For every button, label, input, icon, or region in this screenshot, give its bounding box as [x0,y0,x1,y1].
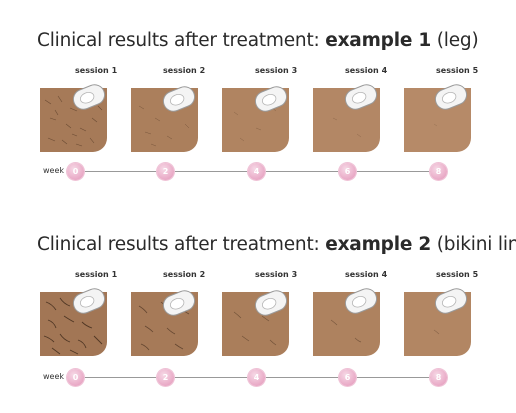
week-marker: 0 [67,369,84,386]
example-1-title: Clinical results after treatment: exampl… [37,30,479,51]
week-marker: 4 [248,369,265,386]
week-label: week [43,372,65,381]
ipl-device-icon [342,286,380,316]
week-timeline-2: week 0 2 4 6 8 [0,368,516,388]
ipl-device-icon [160,288,198,318]
ipl-device-icon [70,82,108,112]
week-marker: 8 [430,369,447,386]
ipl-device-icon [342,82,380,112]
week-label: week [43,166,65,175]
example-1-section: Clinical results after treatment: exampl… [0,0,516,190]
week-timeline-1: week 0 2 4 6 8 [0,162,516,182]
week-marker: 4 [248,163,265,180]
ipl-device-icon [70,286,108,316]
week-marker: 0 [67,163,84,180]
ipl-device-icon [252,288,290,318]
week-marker: 6 [339,369,356,386]
week-marker: 2 [157,163,174,180]
week-marker: 6 [339,163,356,180]
week-marker: 8 [430,163,447,180]
week-marker: 2 [157,369,174,386]
ipl-device-icon [160,84,198,114]
ipl-device-icon [432,286,470,316]
example-2-title: Clinical results after treatment: exampl… [37,234,516,255]
ipl-device-icon [252,84,290,114]
ipl-device-icon [432,82,470,112]
